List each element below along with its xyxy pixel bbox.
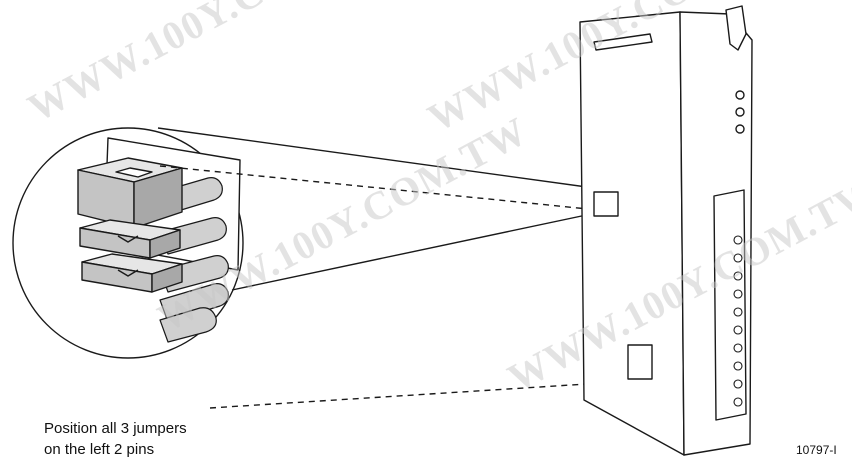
status-leds <box>735 90 745 134</box>
module-release-latch <box>725 5 747 51</box>
jumper-location <box>593 191 619 217</box>
jumper-instruction: Position all 3 jumpers on the left 2 pin… <box>44 418 187 460</box>
io-module <box>579 5 753 456</box>
module-window <box>627 344 653 380</box>
module-side-panel <box>579 11 685 456</box>
jumper-1 <box>77 157 183 229</box>
jumper-3 <box>81 253 183 293</box>
jumper-2 <box>79 219 181 259</box>
figure-id: 10797-I <box>796 443 837 457</box>
module-label-slot <box>593 33 653 51</box>
terminal-block <box>713 189 747 421</box>
instruction-line-2: on the left 2 pins <box>44 441 155 458</box>
instruction-line-1: Position all 3 jumpers <box>44 420 187 437</box>
magnified-jumper-view <box>12 127 244 359</box>
callout-lines <box>157 127 619 409</box>
